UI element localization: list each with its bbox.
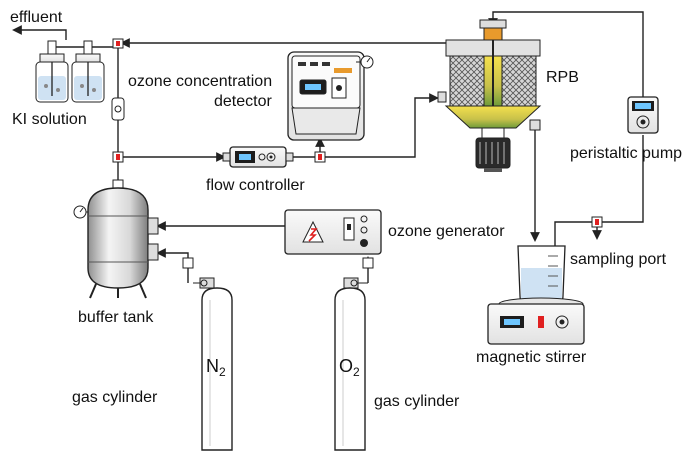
peristaltic-pump: [627, 96, 659, 134]
sampling-port-valve: [591, 216, 603, 228]
ozone-generator: [284, 209, 382, 255]
label-ki-solution: KI solution: [12, 111, 87, 128]
label-magnetic-stirrer: magnetic stirrer: [476, 349, 587, 366]
rpb-motor: [475, 127, 511, 172]
label-n2-main: N: [206, 356, 219, 376]
label-detector: detector: [214, 93, 272, 110]
ki-bottle-2: [71, 40, 105, 103]
magnetic-stirrer: [487, 297, 585, 345]
label-n2-sub: 2: [219, 365, 226, 379]
n2-gas-cylinder: [182, 257, 233, 451]
buffer-tank: [73, 179, 159, 299]
valve-mid-left: [112, 151, 124, 163]
label-gas-cylinder-o2: gas cylinder: [374, 393, 460, 410]
ki-solution-bottles: [35, 40, 114, 103]
label-sampling-port: sampling port: [570, 251, 667, 268]
o2-gas-cylinder: [334, 257, 374, 451]
flow-controller: [222, 146, 294, 168]
ki-bottle-1: [35, 40, 69, 103]
label-effluent: effluent: [10, 9, 63, 26]
valve-detector-branch: [314, 151, 326, 163]
label-flow-controller: flow controller: [206, 177, 305, 194]
rotating-packed-bed-reactor: [437, 19, 542, 172]
label-buffer-tank: buffer tank: [78, 309, 154, 326]
label-ozone-concentration: ozone concentration: [128, 73, 272, 90]
flow-meter-left: [111, 97, 125, 121]
ozone-concentration-detector: [287, 51, 374, 141]
label-gas-cylinder-n2: gas cylinder: [72, 389, 158, 406]
labels: effluent KI solution ozone concentration…: [10, 9, 682, 410]
label-n2: N2: [206, 356, 226, 379]
label-o2: O2: [339, 356, 360, 379]
label-o2-main: O: [339, 356, 353, 376]
valve-top-left: [112, 38, 124, 49]
label-peristaltic-pump: peristaltic pump: [570, 145, 682, 162]
label-o2-sub: 2: [353, 365, 360, 379]
label-ozone-generator: ozone generator: [388, 223, 505, 240]
beaker: [517, 245, 566, 305]
label-rpb: RPB: [546, 69, 579, 86]
